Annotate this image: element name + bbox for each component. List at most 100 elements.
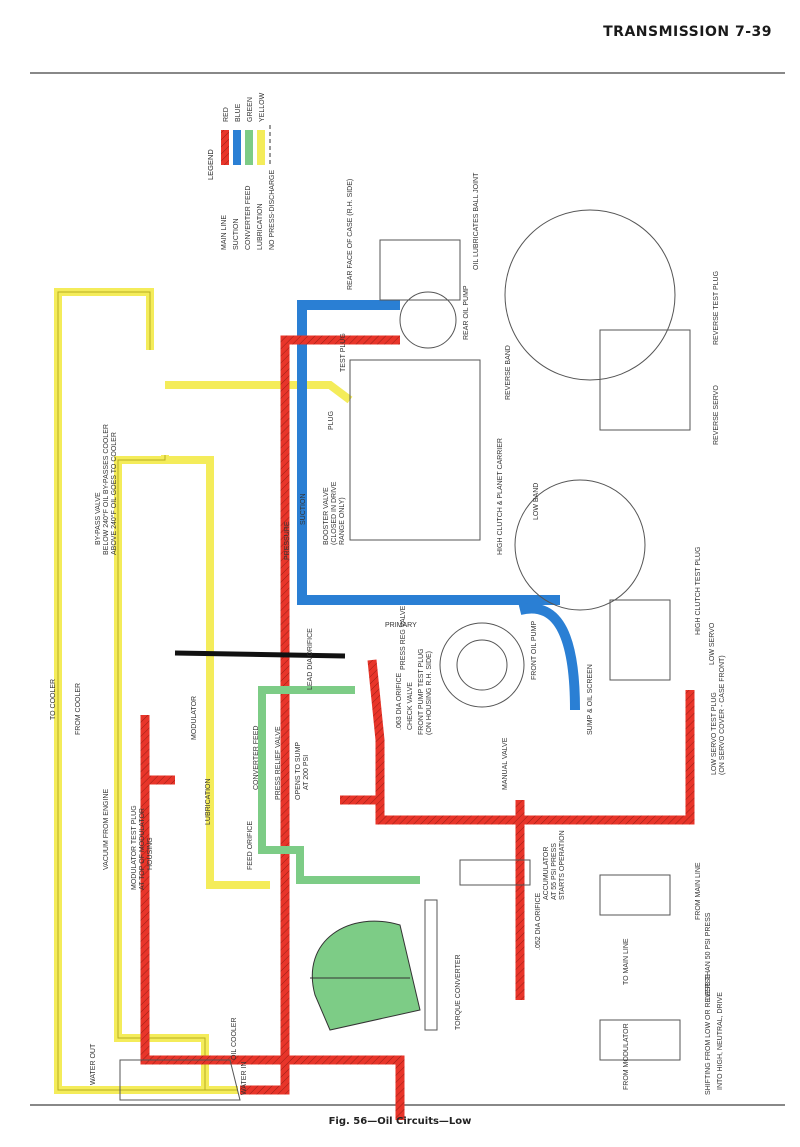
component-outlines xyxy=(119,209,691,1101)
rear-oil-pump-gear xyxy=(399,291,457,349)
label-bypass-1: BY-PASS VALVE xyxy=(95,492,102,545)
label-less-than: LESS THAN 50 PSI PRESS xyxy=(705,912,712,1000)
shift-valve-upper xyxy=(599,874,671,916)
accumulator-body xyxy=(459,859,531,886)
label-opens-sump-1: OPENS TO SUMP xyxy=(295,742,302,800)
label-plug: PLUG xyxy=(328,411,335,430)
main-line-torque xyxy=(140,750,405,1120)
svg-text:LUBRICATION: LUBRICATION xyxy=(257,203,264,250)
label-from-modulator: FROM MODULATOR xyxy=(623,1023,630,1090)
label-lead-orifice: LEAD DIA ORIFICE xyxy=(307,628,314,690)
label-opens-sump-2: AT 200 PSI xyxy=(303,755,310,790)
legend-item-main-line: MAIN LINE RED xyxy=(221,107,230,250)
main-line-manual xyxy=(375,690,695,825)
svg-text:YELLOW: YELLOW xyxy=(259,92,266,122)
suction-rear-pump xyxy=(297,300,560,605)
from-cooler-line xyxy=(114,455,209,1090)
modulator-shaft xyxy=(174,650,346,659)
svg-text:MAIN LINE: MAIN LINE xyxy=(221,215,228,250)
pump-housing xyxy=(379,239,461,301)
svg-text:BLUE: BLUE xyxy=(235,103,242,122)
label-accumulator-2: AT 55 PSI PRESS xyxy=(551,843,558,900)
label-accumulator-3: STARTS OPERATION xyxy=(559,830,566,900)
label-suction: SUCTION xyxy=(300,494,307,526)
label-primary: PRIMARY xyxy=(385,622,417,629)
label-lubrication: LUBRICATION xyxy=(205,778,212,825)
label-mod-test-1: MODULATOR TEST PLUG xyxy=(131,805,138,890)
legend: LEGEND MAIN LINE RED SUCTION BLUE CONVER… xyxy=(206,92,276,250)
label-booster-2: (CLOSED IN DRIVE xyxy=(331,481,338,545)
svg-text:NO PRESS-DISCHARGE: NO PRESS-DISCHARGE xyxy=(269,170,276,250)
label-check-valve: CHECK VALVE xyxy=(407,682,414,730)
label-sump: SUMP & OIL SCREEN xyxy=(587,664,594,735)
suction-front-pump xyxy=(518,603,580,711)
label-052-orifice: .052 DIA ORIFICE xyxy=(535,892,542,950)
label-front-pump-test-1: FRONT PUMP TEST PLUG xyxy=(418,648,425,735)
main-line-modulator xyxy=(140,715,175,785)
main-line-low xyxy=(340,659,385,805)
label-water-in: WATER IN xyxy=(241,1062,248,1095)
svg-text:CONVERTER FEED: CONVERTER FEED xyxy=(245,186,252,250)
label-high-clutch-test-plug: HIGH CLUTCH TEST PLUG xyxy=(695,547,702,635)
svg-text:GREEN: GREEN xyxy=(247,97,254,122)
suction-lines xyxy=(297,300,580,711)
label-test-plug: TEST PLUG xyxy=(340,333,347,372)
label-ball-joint: OIL LUBRICATES BALL JOINT xyxy=(473,172,480,270)
label-front-pump-test-2: (ON HOUSING R.H. SIDE) xyxy=(426,651,433,735)
label-to-main-line: TO MAIN LINE xyxy=(623,938,630,985)
label-vacuum: VACUUM FROM ENGINE xyxy=(103,789,110,870)
reverse-band-drum xyxy=(504,209,676,381)
label-booster-3: RANGE ONLY) xyxy=(339,497,346,545)
main-line-to-modulator xyxy=(240,850,290,1095)
label-mod-test-3: HOUSING xyxy=(147,837,154,870)
label-converter-feed: CONVERTER FEED xyxy=(253,726,260,790)
svg-text:RED: RED xyxy=(223,107,230,122)
diagram-labels: REAR FACE OF CASE (R.H. SIDE) OIL LUBRIC… xyxy=(50,172,726,1095)
label-oil-cooler: OIL COOLER xyxy=(231,1017,238,1060)
label-low-servo: LOW SERVO xyxy=(709,622,716,665)
torque-converter xyxy=(310,899,438,1031)
lube-line-transfer xyxy=(165,381,353,404)
label-shifting-2: INTO HIGH, NEUTRAL, DRIVE xyxy=(717,992,724,1090)
label-front-oil-pump: FRONT OIL PUMP xyxy=(531,621,538,680)
page-header: TRANSMISSION 7-39 xyxy=(603,24,772,40)
figure-caption: Fig. 56—Oil Circuits—Low xyxy=(328,1116,472,1127)
label-reverse-servo: REVERSE SERVO xyxy=(713,385,720,445)
label-from-cooler: FROM COOLER xyxy=(75,683,82,735)
label-high-clutch: HIGH CLUTCH & PLANET CARRIER xyxy=(497,438,504,555)
label-feed-orifice: FEED ORIFICE xyxy=(247,821,254,870)
label-reverse-band: REVERSE BAND xyxy=(505,345,512,400)
label-rear-face: REAR FACE OF CASE (R.H. SIDE) xyxy=(347,179,354,290)
front-oil-pump-gear xyxy=(439,622,525,708)
reverse-servo-body xyxy=(599,329,691,431)
shift-valve-lower xyxy=(599,1019,681,1061)
label-press-reg: PRESS REG VALVE xyxy=(400,605,407,670)
label-mod-test-2: AT TOP OF MODULATOR xyxy=(139,808,146,890)
label-pressure: PRESSURE xyxy=(284,521,291,560)
label-press-relief: PRESS RELIEF VALVE xyxy=(275,726,282,800)
lube-line-lower xyxy=(165,456,270,889)
label-shifting-1: SHIFTING FROM LOW OR REVERSE xyxy=(705,974,712,1095)
label-low-band: LOW BAND xyxy=(533,483,540,520)
oil-cooler-outline xyxy=(119,1059,241,1101)
label-water-out: WATER OUT xyxy=(90,1043,97,1085)
low-band-drum xyxy=(514,479,646,611)
label-orifice: .063 DIA ORIFICE xyxy=(396,672,403,730)
legend-item-no-press-discharge: NO PRESS-DISCHARGE xyxy=(269,125,276,250)
legend-title: LEGEND xyxy=(206,149,215,180)
label-rear-oil-pump: REAR OIL PUMP xyxy=(463,285,470,340)
label-to-cooler: TO COOLER xyxy=(50,679,57,720)
label-torque-converter: TORQUE CONVERTER xyxy=(455,954,462,1030)
legend-item-lubrication: LUBRICATION YELLOW xyxy=(257,92,266,250)
label-from-main-line: FROM MAIN LINE xyxy=(695,862,702,920)
figure-frame xyxy=(30,72,785,1106)
servo-body xyxy=(609,599,671,681)
svg-text:SUCTION: SUCTION xyxy=(233,219,240,251)
transmission-case xyxy=(349,359,481,541)
label-modulator: MODULATOR xyxy=(191,696,198,740)
main-line xyxy=(140,335,695,1120)
label-manual-valve: MANUAL VALVE xyxy=(502,737,509,790)
label-low-servo-test-plug-1: LOW SERVO TEST PLUG xyxy=(711,692,718,775)
label-accumulator-1: ACCUMULATOR xyxy=(543,847,550,900)
main-line-pressure xyxy=(280,335,400,850)
